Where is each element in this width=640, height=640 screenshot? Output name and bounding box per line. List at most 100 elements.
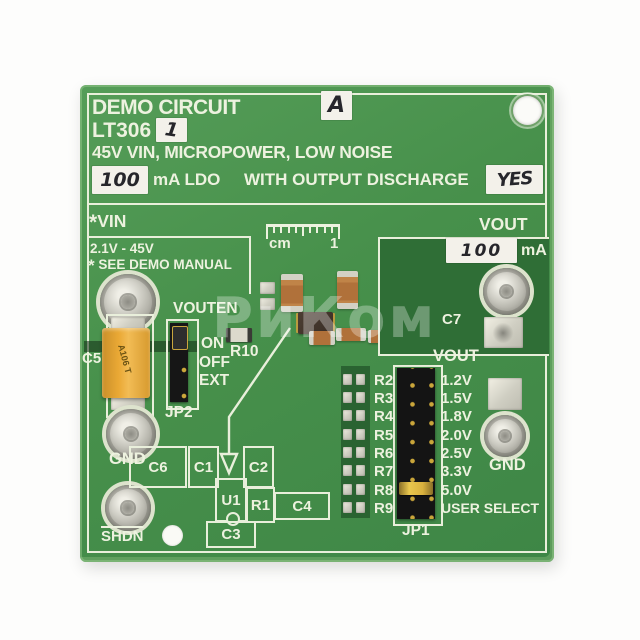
asterisk-icon: * (88, 256, 95, 275)
resistor-pads (343, 484, 352, 495)
jp1-vout-title: VOUT (433, 347, 479, 365)
gnd-right-label: GND (489, 456, 526, 474)
mounting-hole-icon (513, 96, 542, 125)
resistor-pads (343, 429, 352, 440)
jp1-row-ref: R6 (374, 445, 394, 462)
vin-range: 2.1V - 45V (90, 241, 154, 256)
gnd-right-pad (488, 378, 522, 410)
resistor-pads (356, 429, 365, 440)
footprint-c4: C4 (274, 492, 330, 520)
vin-region-line-h (87, 236, 251, 238)
jp2-option-ext: EXT (199, 372, 230, 389)
via-dot (162, 525, 183, 546)
revision-box: A (321, 91, 352, 120)
jp1-row-voltage: 1.8V (441, 408, 472, 425)
board-title: DEMO CIRCUIT (92, 96, 241, 119)
jp1-row-voltage: 1.2V (441, 372, 472, 389)
jp1-row-voltage: USER SELECT (441, 500, 540, 516)
jp1-row: R9 USER SELECT (343, 500, 548, 516)
resistor-pads (356, 410, 365, 421)
shdn-turret (105, 485, 151, 531)
title-ma-ldo: mA LDO (153, 170, 221, 189)
resistor-pads (356, 484, 365, 495)
jp1-row-voltage: 1.5V (441, 390, 472, 407)
c5-label: C5 (82, 350, 102, 367)
vout-current-box: 100 (446, 238, 517, 263)
handwritten-vout-current: 100 (460, 240, 503, 261)
jp1-row: R2 1.2V (343, 372, 548, 388)
gnd-left-label: GND (109, 450, 146, 468)
title-divider-line (87, 203, 547, 205)
jp1-row-ref: R4 (374, 408, 394, 425)
ceramic-capacitor (337, 271, 358, 309)
jp1-row-ref: R8 (374, 482, 394, 499)
jp2-option-on: ON (201, 335, 225, 352)
smd-pad (260, 282, 275, 294)
ruler: cm 1 (266, 224, 340, 254)
jp1-row-ref: R7 (374, 463, 394, 480)
jp1-row-voltage: 2.0V (441, 427, 472, 444)
ruler-mark-1: 1 (330, 235, 339, 252)
handwritten-model-suffix: 1 (163, 118, 180, 142)
ruler-unit: cm (269, 235, 291, 252)
title-discharge: WITH OUTPUT DISCHARGE (244, 170, 469, 189)
smd-resistor (336, 328, 366, 341)
resistor-pads (343, 465, 352, 476)
c2-label: C2 (248, 458, 269, 476)
resistor-pads (356, 447, 365, 458)
resistor-pads (343, 392, 352, 403)
resistor-pads (356, 465, 365, 476)
solder-smudge (492, 323, 514, 343)
jp1-outline (393, 365, 443, 526)
footprint-u1: U1 (215, 478, 247, 526)
jp1-label: JP1 (402, 522, 430, 539)
c5-pad-top (111, 317, 145, 330)
vouten-label: VOUTEN (173, 300, 238, 317)
vin-note-text: SEE DEMO MANUAL (98, 257, 232, 272)
r10-label: R10 (230, 343, 259, 360)
resistor-pads (356, 374, 365, 385)
jp1-shunt (399, 482, 433, 495)
board-subtitle: 45V VIN, MICROPOWER, LOW NOISE (92, 142, 393, 162)
resistor-pads (343, 502, 352, 513)
discharge-box: YES (486, 165, 543, 194)
jp1-row-ref: R3 (374, 390, 394, 407)
c7-label: C7 (442, 311, 462, 328)
footprint-c3: C3 (206, 521, 256, 548)
c3-label: C3 (221, 526, 241, 543)
gnd-left-turret (106, 409, 156, 459)
footprint-c1: C1 (188, 446, 219, 488)
pcb-board: DEMO CIRCUIT LT306 1 A 45V VIN, MICROPOW… (80, 85, 554, 562)
c1-label: C1 (193, 458, 214, 476)
resistor-pads (343, 410, 352, 421)
u1-label: U1 (221, 491, 241, 509)
board-model: LT306 (92, 119, 152, 142)
c5-marking: A106 T (116, 343, 134, 375)
jp1-row: R7 3.3V (343, 463, 548, 479)
r1-label: R1 (250, 496, 271, 514)
vin-label: *VIN (89, 212, 126, 233)
jp1-row: R8 5.0V (343, 482, 548, 498)
jp1-row-voltage: 3.3V (441, 463, 472, 480)
vin-label-text: VIN (97, 211, 127, 231)
jp1-row-ref: R5 (374, 427, 394, 444)
c5-capacitor: A106 T (102, 328, 150, 398)
model-suffix-box: 1 (156, 118, 187, 142)
gnd-right-turret (484, 415, 526, 457)
shdn-label: SHDN (101, 528, 144, 545)
c4-label: C4 (292, 497, 312, 515)
ceramic-capacitor (281, 274, 303, 312)
vin-note: * SEE DEMO MANUAL (88, 257, 232, 274)
vout-unit: mA (521, 242, 547, 259)
ceramic-capacitor (309, 331, 335, 345)
smd-pad (260, 298, 275, 310)
jp2-option-off: OFF (199, 354, 230, 371)
resistor-pads (356, 502, 365, 513)
c6-label: C6 (148, 458, 168, 476)
jp1-row: R3 1.5V (343, 390, 548, 406)
footprint-c6: C6 (129, 446, 187, 488)
handwritten-current: 100 (100, 169, 140, 191)
ruler-bar (266, 224, 340, 227)
resistor-pads (356, 392, 365, 403)
ldo-ic-chip (298, 312, 333, 334)
